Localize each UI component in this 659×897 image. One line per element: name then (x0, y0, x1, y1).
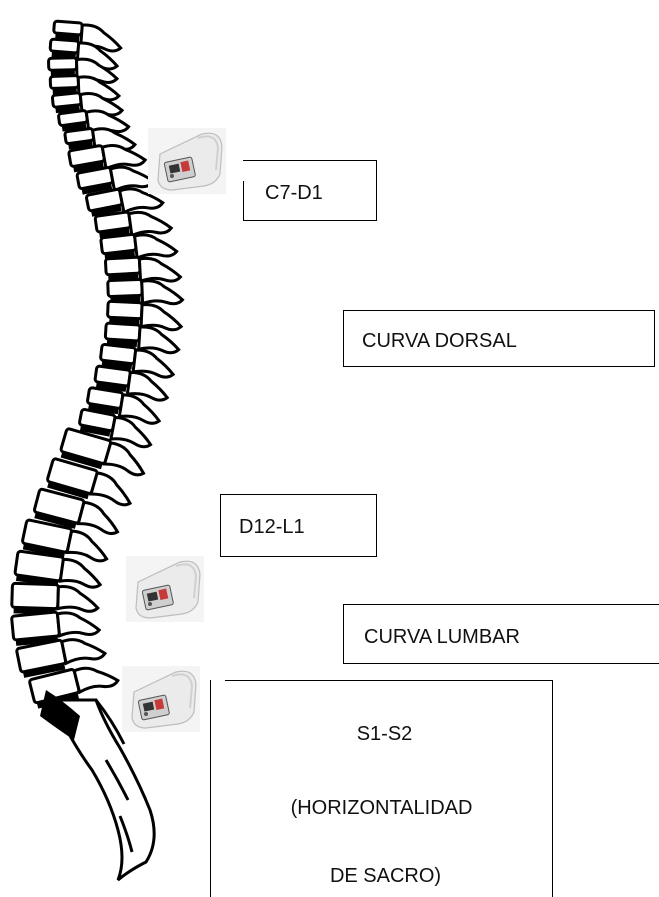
label-curva-dorsal-text: CURVA DORSAL (362, 331, 517, 351)
box-edge (243, 181, 244, 221)
label-s1-s2: S1-S2 (HORIZONTALIDAD DE SACRO) (210, 680, 553, 897)
label-d12-l1: D12-L1 (220, 494, 377, 557)
label-c7-d1: C7-D1 (243, 160, 377, 221)
label-s1-s2-text: S1-S2 (211, 724, 552, 744)
box-edge (225, 680, 553, 681)
label-horizontalidad-text: (HORIZONTALIDAD (211, 798, 552, 818)
inclinometer-icon (138, 112, 234, 208)
label-d12-l1-text: D12-L1 (239, 517, 305, 537)
label-de-sacro-text: DE SACRO) (211, 866, 552, 886)
inclinometer-icon (112, 540, 216, 636)
label-c7-d1-text: C7-D1 (265, 183, 323, 203)
label-curva-lumbar: CURVA LUMBAR (343, 604, 659, 664)
label-curva-lumbar-text: CURVA LUMBAR (364, 627, 520, 647)
inclinometer-icon (112, 650, 208, 746)
label-curva-dorsal: CURVA DORSAL (343, 310, 655, 367)
